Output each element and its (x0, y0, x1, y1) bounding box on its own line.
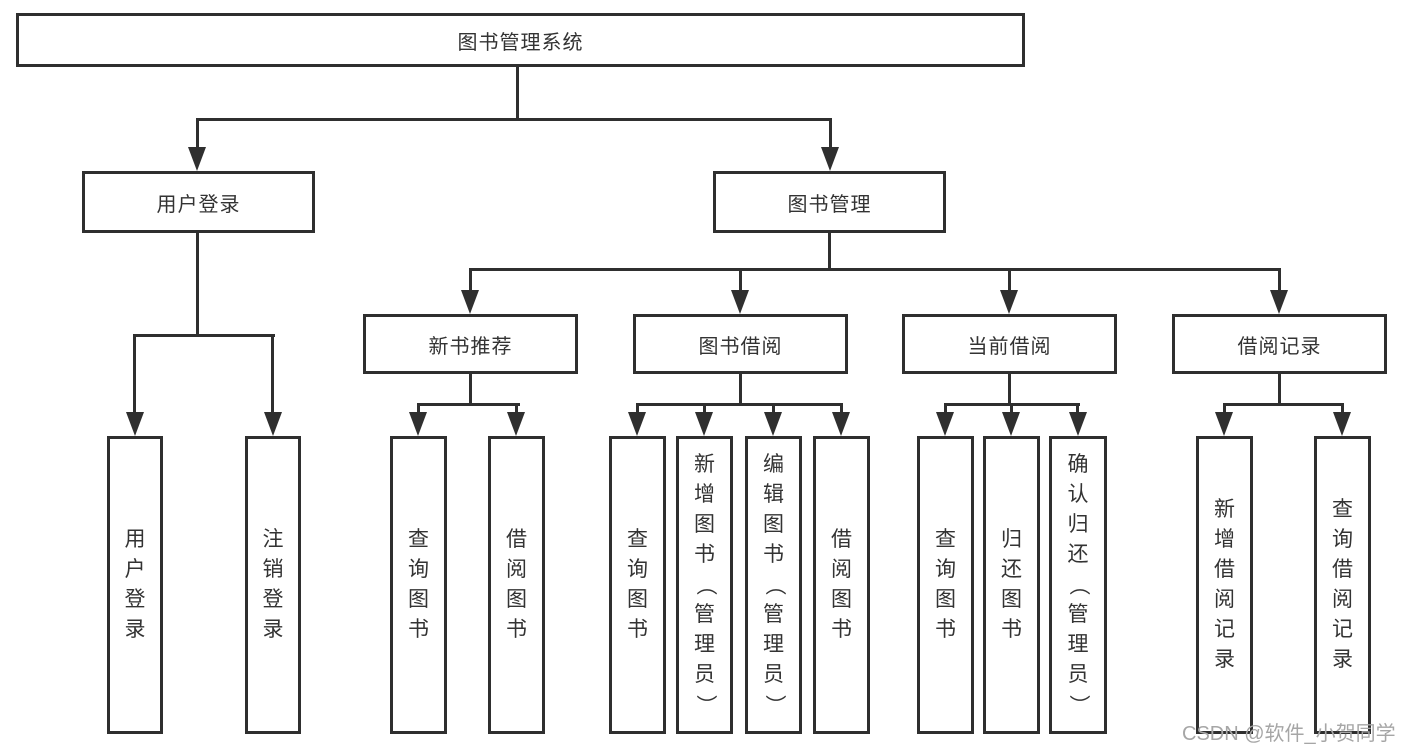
node-new-book-recommend: 新书推荐 (363, 314, 578, 374)
node-label: 查询图书 (408, 528, 429, 641)
node-label: 图书管理 (787, 193, 872, 216)
connector-line (469, 374, 472, 406)
arrow-down-icon (628, 412, 646, 436)
connector-line (196, 233, 199, 337)
connector-line (196, 118, 199, 148)
connector-line (772, 403, 775, 415)
connector-line (133, 334, 136, 415)
leaf-edit-book-admin: 编辑图书（管理员） (745, 436, 802, 734)
arrow-down-icon (188, 147, 206, 171)
node-label: 注销登录 (262, 528, 284, 641)
node-label: 新书推荐 (428, 335, 513, 358)
node-label: 新增借阅记录 (1214, 498, 1235, 671)
node-label: 图书管理系统 (457, 31, 584, 54)
node-label: 借阅记录 (1237, 335, 1322, 358)
connector-line (469, 268, 472, 292)
connector-line (1010, 403, 1013, 415)
connector-line (636, 403, 639, 415)
connector-line (1223, 403, 1226, 415)
node-root: 图书管理系统 (16, 13, 1025, 67)
node-label: 新增图书（管理员） (693, 453, 717, 716)
node-user-login: 用户登录 (82, 171, 315, 233)
leaf-query-borrow-record: 查询借阅记录 (1314, 436, 1371, 734)
node-book-management: 图书管理 (713, 171, 946, 233)
arrow-down-icon (1215, 412, 1233, 436)
connector-line (1278, 268, 1281, 292)
connector-line (828, 233, 831, 271)
node-label: 图书借阅 (698, 335, 783, 358)
leaf-user-login: 用户登录 (107, 436, 163, 734)
connector-line (944, 403, 947, 415)
node-label: 确认归还（管理员） (1067, 453, 1090, 716)
arrow-down-icon (1270, 290, 1288, 314)
connector-line (271, 334, 274, 415)
connector-line (196, 118, 832, 121)
arrow-down-icon (832, 412, 850, 436)
arrow-down-icon (936, 412, 954, 436)
leaf-query-book-recommend: 查询图书 (390, 436, 447, 734)
leaf-query-book-borrow: 查询图书 (609, 436, 666, 734)
connector-line (636, 403, 843, 406)
node-label: 借阅图书 (831, 528, 852, 641)
watermark: CSDN @软件_小贺同学 (1182, 723, 1396, 745)
node-label: 当前借阅 (967, 335, 1052, 358)
node-borrow-records: 借阅记录 (1172, 314, 1387, 374)
node-current-borrow: 当前借阅 (902, 314, 1117, 374)
node-label: 查询图书 (935, 528, 956, 641)
connector-line (469, 268, 1281, 271)
connector-line (1008, 268, 1011, 292)
leaf-add-borrow-record: 新增借阅记录 (1196, 436, 1253, 734)
connector-line (739, 374, 742, 406)
node-label: 用户登录 (124, 528, 146, 641)
arrow-down-icon (1069, 412, 1087, 436)
arrow-down-icon (695, 412, 713, 436)
arrow-down-icon (409, 412, 427, 436)
connector-line (703, 403, 706, 415)
connector-line (840, 403, 843, 415)
arrow-down-icon (126, 412, 144, 436)
connector-line (1278, 374, 1281, 406)
leaf-borrow-book-recommend: 借阅图书 (488, 436, 545, 734)
connector-line (1223, 403, 1344, 406)
connector-line (1341, 403, 1344, 415)
arrow-down-icon (1000, 290, 1018, 314)
node-label: 编辑图书（管理员） (762, 453, 786, 716)
connector-line (515, 403, 518, 415)
connector-line (739, 268, 742, 292)
leaf-return-book: 归还图书 (983, 436, 1040, 734)
leaf-query-book-current: 查询图书 (917, 436, 974, 734)
node-label: 用户登录 (156, 193, 241, 216)
node-label: 查询借阅记录 (1332, 498, 1353, 671)
connector-line (1008, 374, 1011, 406)
connector-line (1076, 403, 1079, 415)
node-label: 查询图书 (627, 528, 648, 641)
arrow-down-icon (764, 412, 782, 436)
arrow-down-icon (264, 412, 282, 436)
leaf-confirm-return-admin: 确认归还（管理员） (1049, 436, 1107, 734)
node-book-borrow: 图书借阅 (633, 314, 848, 374)
connector-line (417, 403, 520, 406)
arrow-down-icon (461, 290, 479, 314)
leaf-logout: 注销登录 (245, 436, 301, 734)
connector-line (829, 118, 832, 148)
arrow-down-icon (1333, 412, 1351, 436)
connector-line (133, 334, 275, 337)
leaf-add-book-admin: 新增图书（管理员） (676, 436, 733, 734)
connector-line (417, 403, 420, 415)
arrow-down-icon (821, 147, 839, 171)
node-label: 归还图书 (1001, 528, 1022, 641)
arrow-down-icon (731, 290, 749, 314)
connector-line (516, 67, 519, 120)
leaf-borrow-book: 借阅图书 (813, 436, 870, 734)
arrow-down-icon (1002, 412, 1020, 436)
arrow-down-icon (507, 412, 525, 436)
node-label: 借阅图书 (506, 528, 527, 641)
